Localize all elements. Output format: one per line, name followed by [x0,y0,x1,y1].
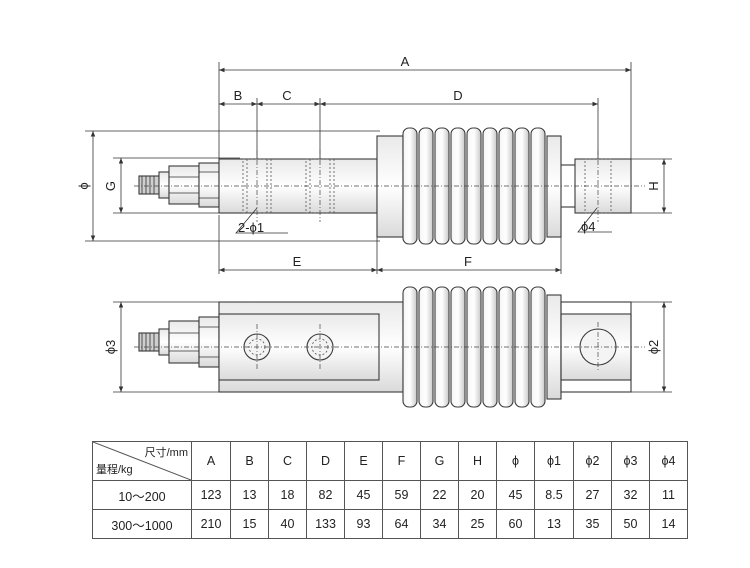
value-cell: 59 [382,480,421,510]
col-header: F [382,441,421,481]
dim-label-phi: ϕ [76,182,91,189]
dim-label-f: F [464,254,472,269]
value-cell: 32 [611,480,650,510]
cable-connector-top [138,162,220,208]
value-cell: 45 [496,480,535,510]
dim-label-h: H [646,181,661,190]
flange-top [376,135,404,238]
corner-label-range: 量程/kg [96,464,133,476]
table-row: 300～1000 210 15 40 133 93 64 34 25 60 13… [92,509,688,539]
load-cell-drawing: A B C D E F ϕ G H [76,54,672,408]
value-cell: 27 [573,480,612,510]
col-header: B [230,441,269,481]
value-cell: 22 [420,480,459,510]
value-cell: 15 [230,509,269,539]
hole-note-label: 2-ϕ1 [238,220,264,235]
value-cell: 50 [611,509,650,539]
value-cell: 60 [496,509,535,539]
cable-connector-side [138,316,220,368]
col-header: G [420,441,459,481]
range-cell: 10～200 [92,480,192,510]
dim-label-b: B [234,88,243,103]
side-view: ϕ3 ϕ2 [103,286,672,408]
col-header: A [191,441,231,481]
value-cell: 20 [458,480,497,510]
col-header: C [268,441,307,481]
value-cell: 93 [344,509,383,539]
value-cell: 34 [420,509,459,539]
value-cell: 11 [649,480,688,510]
dim-label-phi2: ϕ2 [646,340,661,355]
spec-table: 尺寸/mm 量程/kg A B C D E F G H ϕ ϕ1 ϕ2 ϕ3 ϕ… [92,441,688,539]
table-corner-cell: 尺寸/mm 量程/kg [92,441,192,481]
col-header: D [306,441,345,481]
value-cell: 14 [649,509,688,539]
value-cell: 13 [534,509,574,539]
range-cell: 300～1000 [92,509,192,539]
col-header: ϕ2 [573,441,612,481]
value-cell: 8.5 [534,480,574,510]
value-cell: 82 [306,480,345,510]
table-row: 10～200 123 13 18 82 45 59 22 20 45 8.5 2… [92,480,688,510]
value-cell: 133 [306,509,345,539]
col-header: H [458,441,497,481]
value-cell: 64 [382,509,421,539]
value-cell: 40 [268,509,307,539]
dim-label-c: C [282,88,291,103]
end-pin-top [574,158,632,214]
dim-label-d: D [453,88,462,103]
value-cell: 210 [191,509,231,539]
value-cell: 13 [230,480,269,510]
dim-label-g: G [103,181,118,191]
dim-label-e: E [293,254,302,269]
col-header: ϕ4 [649,441,688,481]
corner-diagonal [93,442,191,480]
dim-label-phi3: ϕ3 [103,340,118,355]
value-cell: 35 [573,509,612,539]
col-header: ϕ [496,441,535,481]
col-header: E [344,441,383,481]
col-header: ϕ1 [534,441,574,481]
dim-label-a: A [401,54,410,69]
col-header: ϕ3 [611,441,650,481]
corner-label-size: 尺寸/mm [144,447,188,459]
table-header-row: 尺寸/mm 量程/kg A B C D E F G H ϕ ϕ1 ϕ2 ϕ3 ϕ… [92,441,688,481]
value-cell: 25 [458,509,497,539]
pin-note-label: ϕ4 [581,219,596,234]
top-view: A B C D E F ϕ G H [76,54,672,274]
value-cell: 123 [191,480,231,510]
value-cell: 45 [344,480,383,510]
value-cell: 18 [268,480,307,510]
